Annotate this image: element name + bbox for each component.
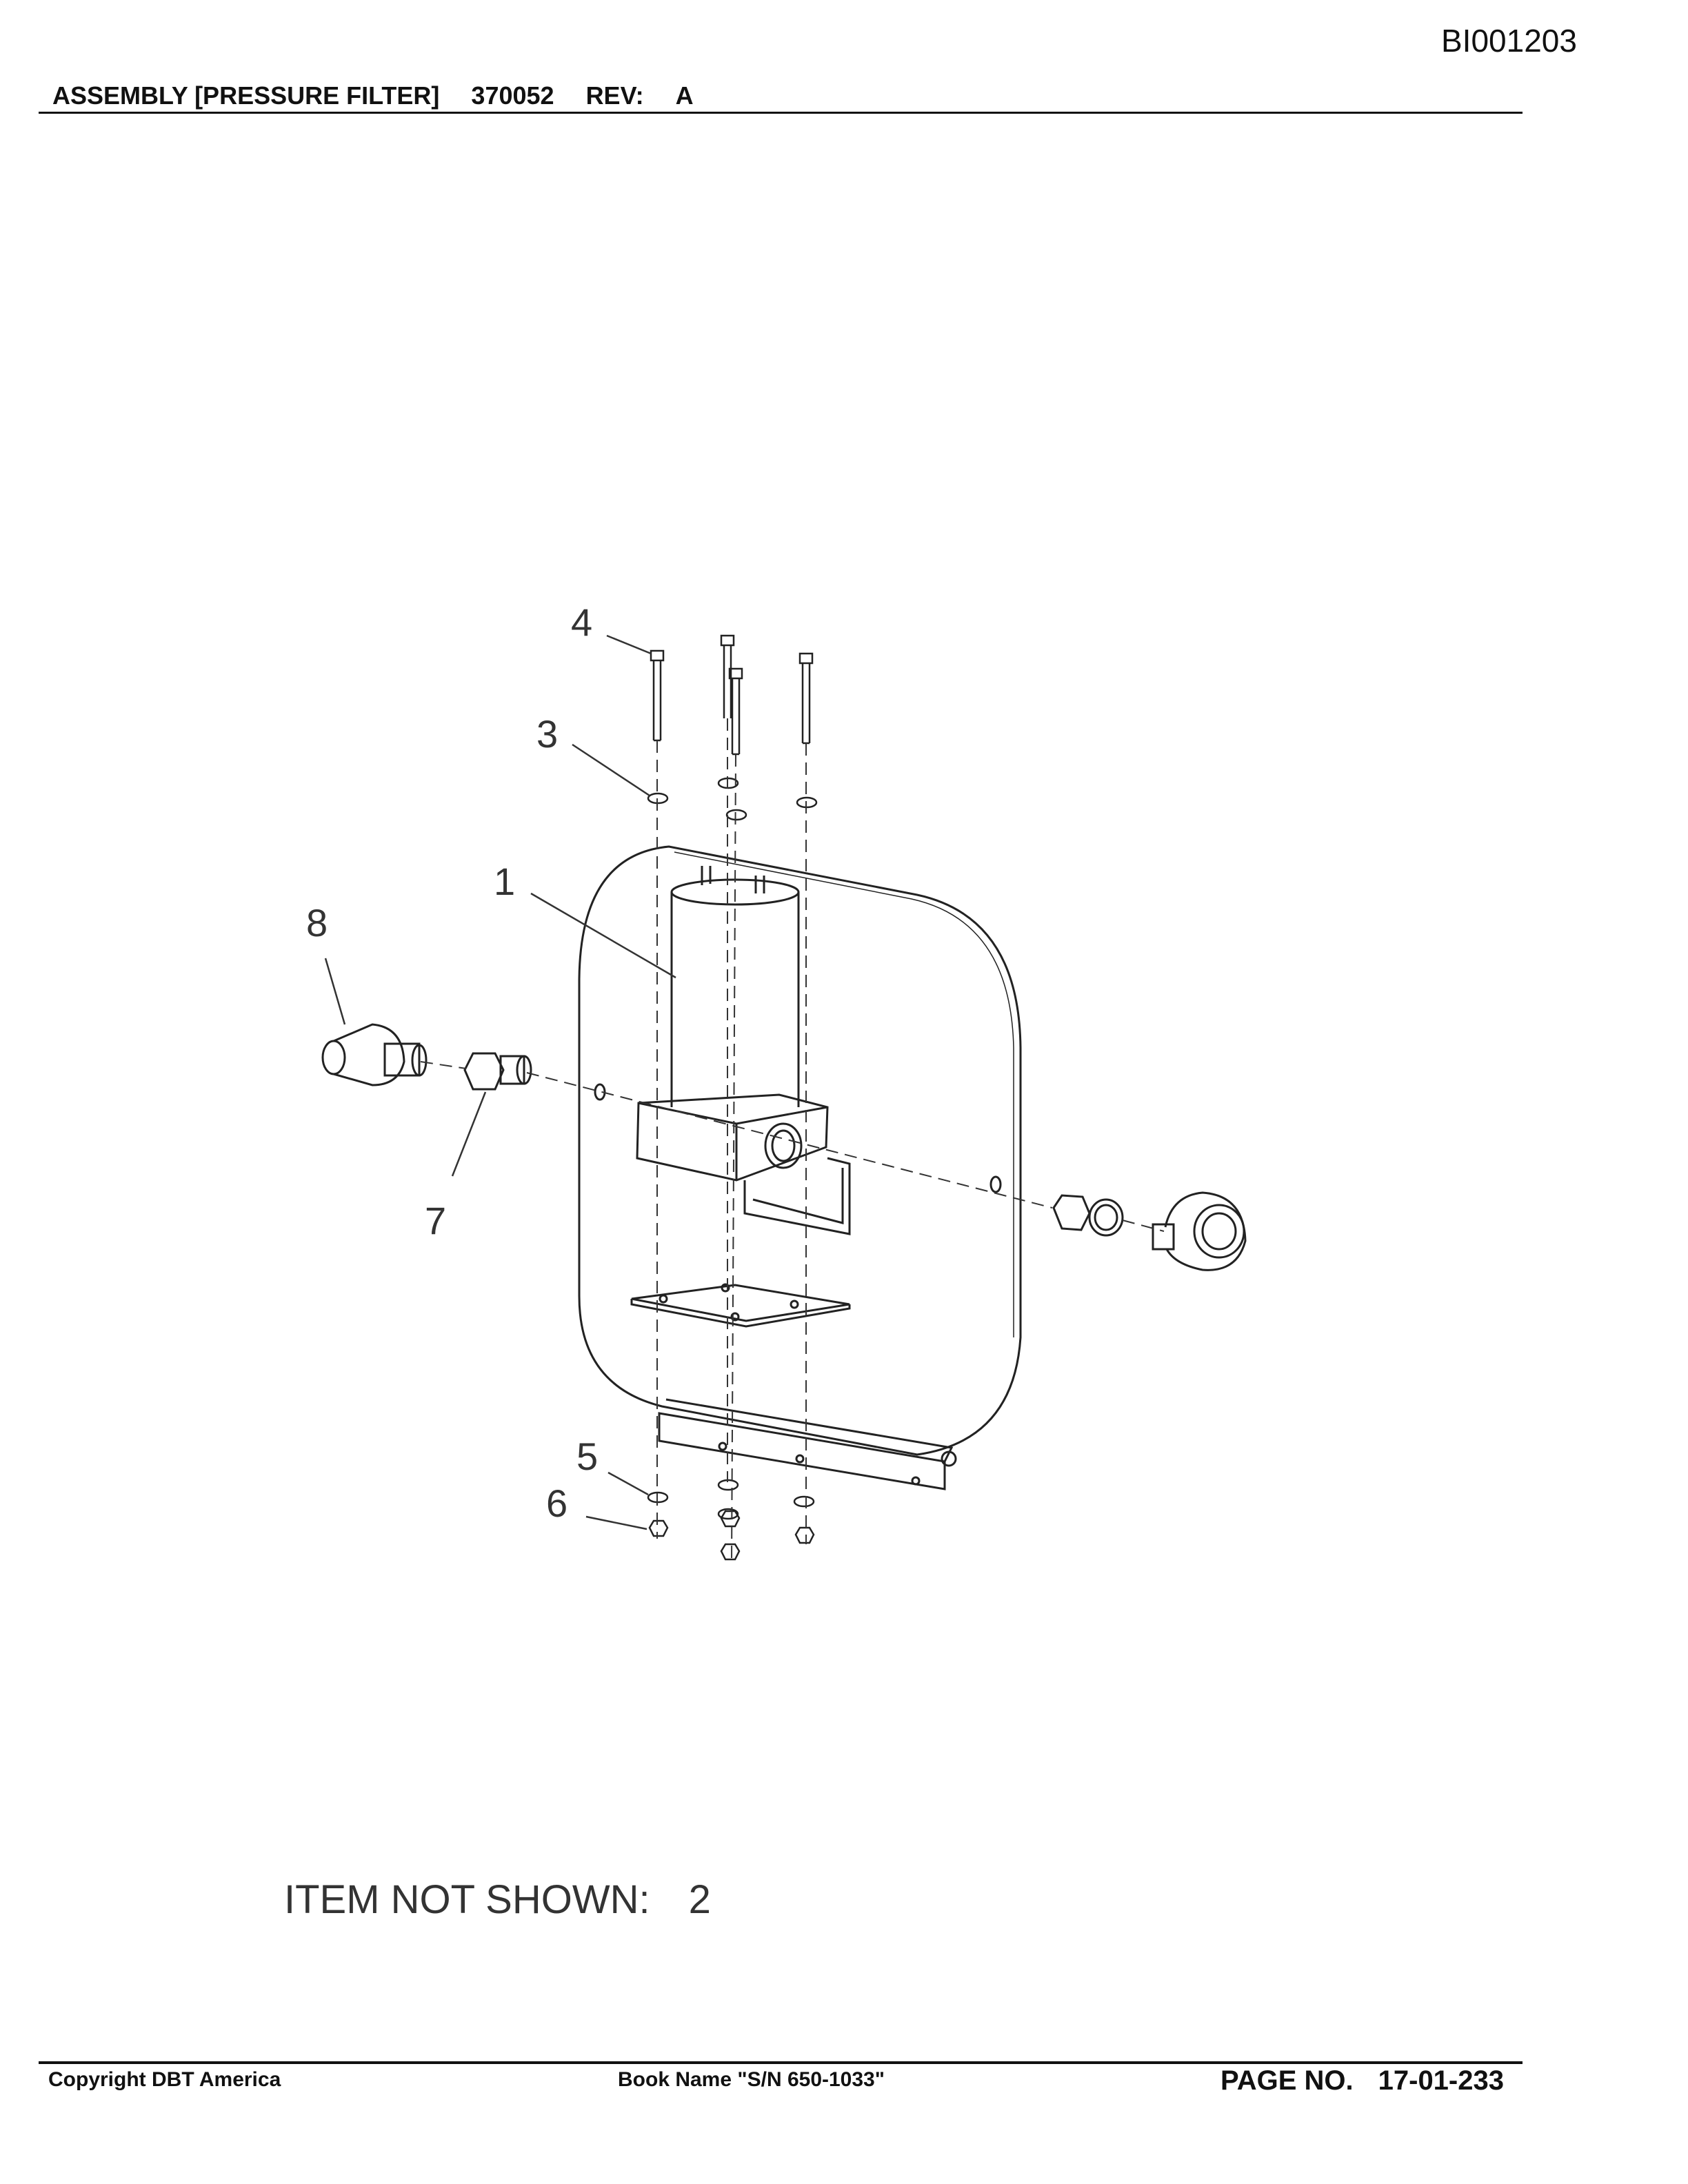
exploded-assembly-drawing: 4 3 1 8 7 5 6 bbox=[306, 600, 1247, 1563]
footer-copyright: Copyright DBT America bbox=[48, 2068, 281, 2091]
base-plate bbox=[630, 1283, 851, 1328]
note-label: ITEM NOT SHOWN: bbox=[284, 1877, 650, 1922]
callout-7: 7 bbox=[425, 1199, 446, 1242]
document-id: BI001203 bbox=[1441, 23, 1577, 59]
footer-page: PAGE NO. 17-01-233 bbox=[1220, 2065, 1504, 2096]
page-label: PAGE NO. bbox=[1220, 2065, 1354, 2096]
assembly-title: ASSEMBLY [PRESSURE FILTER] bbox=[52, 81, 440, 110]
header-rule bbox=[39, 112, 1523, 114]
fitting-elbow-right bbox=[1152, 1191, 1247, 1271]
footer-book-name: Book Name "S/N 650-1033" bbox=[618, 2068, 885, 2091]
callout-4: 4 bbox=[571, 600, 592, 644]
note-value: 2 bbox=[688, 1877, 711, 1922]
fitting-adapter-left bbox=[463, 1052, 532, 1091]
washer-set-top bbox=[647, 777, 818, 821]
fitting-adapter-right bbox=[1052, 1194, 1124, 1237]
page-number: 17-01-233 bbox=[1378, 2065, 1504, 2096]
callout-8: 8 bbox=[306, 901, 328, 944]
nut-set bbox=[648, 1510, 815, 1561]
callout-1: 1 bbox=[494, 860, 515, 903]
footer-rule bbox=[39, 2061, 1523, 2064]
washer-set-bottom bbox=[647, 1479, 815, 1520]
callout-6: 6 bbox=[546, 1482, 567, 1525]
item-not-shown-note: ITEM NOT SHOWN: 2 bbox=[284, 1877, 711, 1923]
part-number: 370052 bbox=[471, 81, 554, 110]
filter-head-block bbox=[636, 1093, 851, 1235]
mounting-plate bbox=[578, 845, 1022, 1456]
mounting-bracket-bar bbox=[658, 1398, 957, 1490]
bolt-set bbox=[650, 634, 814, 756]
rev-value: A bbox=[675, 81, 694, 110]
rev-label: REV: bbox=[585, 81, 644, 110]
page-header: ASSEMBLY [PRESSURE FILTER] 370052 REV: A bbox=[52, 81, 725, 110]
callout-5: 5 bbox=[576, 1435, 598, 1478]
callout-3: 3 bbox=[536, 712, 558, 756]
fitting-elbow-left bbox=[321, 1023, 428, 1086]
